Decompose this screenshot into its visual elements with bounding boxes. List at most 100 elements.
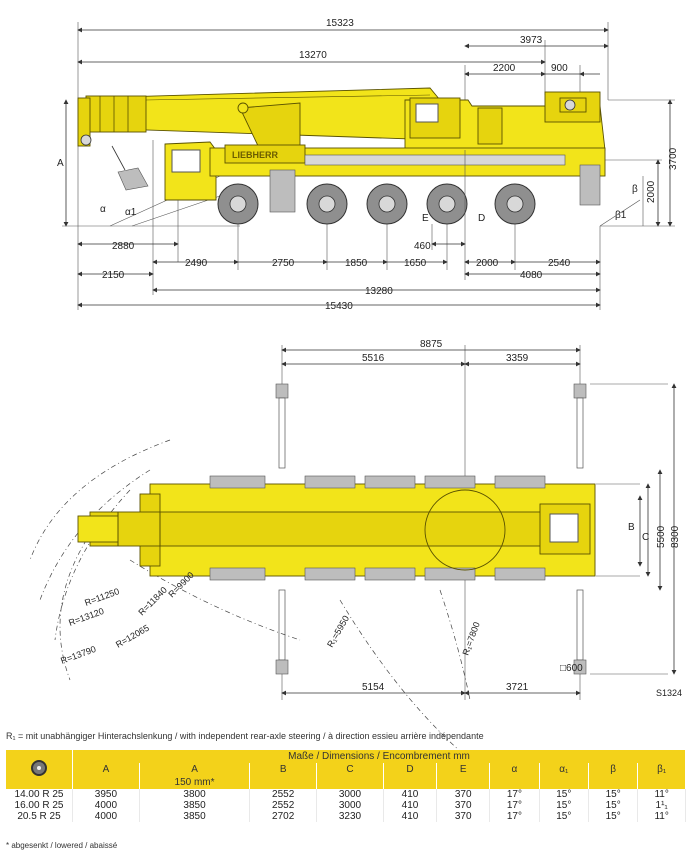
col-C: C <box>316 763 384 776</box>
dim-1850: 1850 <box>345 258 368 269</box>
dim-15430: 15430 <box>325 301 353 312</box>
dim-1650: 1650 <box>404 258 427 269</box>
cell: 2702 <box>249 811 318 822</box>
cell: 15° <box>588 789 639 800</box>
cell: 410 <box>383 800 438 811</box>
outriggers <box>275 383 587 675</box>
dim-3973: 3973 <box>520 35 543 46</box>
cell: 15° <box>588 800 639 811</box>
radius-13790: R=13790 <box>59 644 97 666</box>
dim-2000b: 2000 <box>476 258 499 269</box>
cell: 3800 <box>139 789 251 800</box>
dim-2880: 2880 <box>112 241 135 252</box>
top-view: 8875 5516 3359 <box>29 339 682 761</box>
cell: 370 <box>436 811 491 822</box>
dim-2150: 2150 <box>102 270 125 281</box>
cell: 3950 <box>72 789 140 800</box>
dim-5500: 5500 <box>656 525 667 548</box>
dim-A-label: A <box>57 158 64 169</box>
dim-3700: 3700 <box>668 147 679 170</box>
cell: 15° <box>539 789 589 800</box>
table-row: 20.5 R 25 4000 3850 2702 3230 410 370 17… <box>6 811 686 822</box>
dim-8300: 8300 <box>670 525 681 548</box>
dim-5516: 5516 <box>362 353 385 364</box>
cell: 3000 <box>316 789 384 800</box>
cell: 410 <box>383 811 438 822</box>
dim-2000: 2000 <box>646 180 657 203</box>
dim-3359: 3359 <box>506 353 529 364</box>
cell: 2552 <box>249 800 318 811</box>
cell: 15° <box>588 811 639 822</box>
axle-E: E <box>422 213 429 224</box>
cell: 1¹₁ <box>637 800 686 811</box>
col-beta: β <box>588 763 639 776</box>
col-A-lowered: A <box>139 763 251 776</box>
dim-4080: 4080 <box>520 270 543 281</box>
cell: 20.5 R 25 <box>6 811 73 822</box>
table-row: 16.00 R 25 4000 3850 2552 3000 410 370 1… <box>6 800 686 811</box>
cell: 17° <box>489 800 540 811</box>
dim-2200: 2200 <box>493 63 516 74</box>
dim-460: 460 <box>414 241 431 252</box>
radius-13120: R=13120 <box>67 606 105 628</box>
alpha-label: α <box>100 204 106 215</box>
col-A: A <box>72 763 140 776</box>
radius-5950: R₁=5950 <box>325 614 351 649</box>
brand-text: LIEBHERR <box>232 150 279 160</box>
cell: 2552 <box>249 789 318 800</box>
dim-2540: 2540 <box>548 258 571 269</box>
col-E: E <box>436 763 491 776</box>
footnote: R₁ = mit unabhängiger Hinterachslenkung … <box>6 731 484 741</box>
cell: 3230 <box>316 811 384 822</box>
drawing-code: S1324 <box>656 688 682 698</box>
table-title: Maße / Dimensions / Encombrement mm <box>72 750 686 763</box>
radius-11840: R=11840 <box>136 585 169 618</box>
tire-icon <box>31 760 47 776</box>
tire-header <box>6 750 73 789</box>
cell: 15° <box>539 800 589 811</box>
cell: 3850 <box>139 800 251 811</box>
dim-15323: 15323 <box>326 18 354 29</box>
cell: 370 <box>436 800 491 811</box>
radius-12065: R=12065 <box>114 623 151 650</box>
beta-label: β <box>632 184 638 195</box>
col-alpha: α <box>489 763 540 776</box>
col-beta1: β₁ <box>637 763 686 776</box>
dim-C-label: C <box>642 532 649 543</box>
cell: 17° <box>489 789 540 800</box>
col-D: D <box>383 763 438 776</box>
dim-B-label: B <box>628 522 635 533</box>
cell: 11° <box>637 789 686 800</box>
cell: 15° <box>539 811 589 822</box>
cell: 4000 <box>72 800 140 811</box>
table-row: 14.00 R 25 3950 3800 2552 3000 410 370 1… <box>6 789 686 800</box>
cell: 4000 <box>72 811 140 822</box>
beta1-label: β1 <box>615 210 627 221</box>
dim-8875: 8875 <box>420 339 443 350</box>
dim-900: 900 <box>551 63 568 74</box>
dim-3721: 3721 <box>506 682 529 693</box>
dim-13280: 13280 <box>365 286 393 297</box>
cell: 14.00 R 25 <box>6 789 73 800</box>
cell: 370 <box>436 789 491 800</box>
col-alpha1: α₁ <box>539 763 589 776</box>
axle-D: D <box>478 213 485 224</box>
cell: 11° <box>637 811 686 822</box>
table-note: * abgesenkt / lowered / abaissé <box>6 841 118 850</box>
cell: 16.00 R 25 <box>6 800 73 811</box>
side-wheels <box>217 183 536 225</box>
pad-label: □600 <box>560 663 583 674</box>
cell: 3000 <box>316 800 384 811</box>
dimensions-table: Maße / Dimensions / Encombrement mm A A … <box>6 750 686 822</box>
subheader-150mm: 150 mm* <box>139 776 251 789</box>
dim-5154: 5154 <box>362 682 385 693</box>
dim-13270: 13270 <box>299 50 327 61</box>
cell: 17° <box>489 811 540 822</box>
cell: 3850 <box>139 811 251 822</box>
cell: 410 <box>383 789 438 800</box>
dim-2490: 2490 <box>185 258 208 269</box>
col-B: B <box>249 763 318 776</box>
radius-7800: R₁=7800 <box>460 621 481 657</box>
side-view: 15323 13270 3973 2200 900 3700 2000 β β1… <box>57 18 679 312</box>
